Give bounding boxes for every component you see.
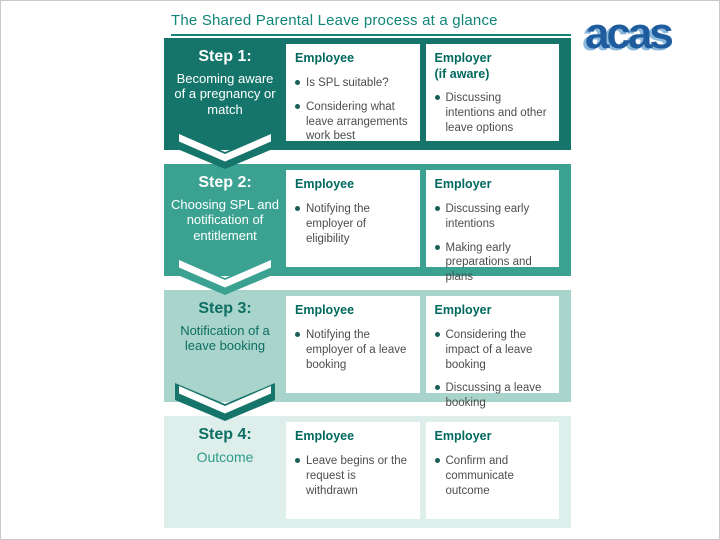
bullet-dot-icon [434,205,440,211]
step-1-label-column: Step 1: Becoming aware of a pregnancy or… [164,44,286,141]
employer-bullet-list: Confirm and communicate outcome [434,454,551,499]
step-2-boxes: Employee Notifying the employer of eligi… [286,170,559,283]
step-1-description: Becoming aware of a pregnancy or match [174,71,276,117]
bullet-item: Discussing early intentions [434,202,551,232]
step-row-4: Step 4: Outcome Employee Leave begins or… [164,416,571,528]
step-3-employee-box: Employee Notifying the employer of a lea… [286,296,420,393]
employee-heading: Employee [295,303,355,317]
bullet-text: Discussing intentions and other leave op… [445,92,547,135]
step-4-description: Outcome [196,449,254,465]
employee-bullet-list: Leave begins or the request is withdrawn [295,454,411,499]
employee-bullet-list: Notifying the employer of a leave bookin… [295,328,411,373]
step-1-employer-box: Employer (if aware) Discussing intention… [425,44,559,141]
bullet-item: Leave begins or the request is withdrawn [295,454,411,499]
step-1-employee-box: Employee Is SPL suitable? Considering wh… [286,44,420,142]
step-3-label-column: Step 3: Notification of a leave booking [164,296,286,393]
step-4-employee-box: Employee Leave begins or the request is … [286,422,420,519]
bullet-dot-icon [295,79,300,85]
bullet-item: Discussing intentions and other leave op… [434,91,551,136]
employer-bullet-list: Discussing intentions and other leave op… [434,91,551,136]
acas-logo: acas [585,9,674,58]
employer-bullet-list: Discussing early intentions Making early… [434,202,551,286]
bullet-item: Notifying the employer of eligibility [295,202,411,247]
employer-heading: Employer [434,177,492,191]
step-4-title: Step 4: [198,426,252,443]
bullet-item: Making early preparations and plans [434,241,551,286]
bullet-text: Notifying the employer of eligibility [306,202,370,245]
bullet-item: Considering the impact of a leave bookin… [434,328,551,373]
bullet-text: Confirm and communicate outcome [445,454,514,497]
bullet-dot-icon [434,457,440,463]
bullet-dot-icon [434,244,440,250]
step-row-2: Step 2: Choosing SPL and notification of… [164,164,571,295]
employee-bullet-list: Notifying the employer of eligibility [295,202,411,247]
chevron-down-icon [175,257,275,295]
chevron-down-icon [175,131,275,169]
bullet-dot-icon [295,331,300,337]
bullet-item: Confirm and communicate outcome [434,454,551,499]
bullet-text: Is SPL suitable? [306,76,389,89]
step-2-label-column: Step 2: Choosing SPL and notification of… [164,170,286,267]
bullet-dot-icon [434,385,440,391]
bullet-text: Discussing a leave booking [445,382,542,410]
bullet-dot-icon [295,205,300,211]
bullet-dot-icon [295,103,300,109]
page-title: The Shared Parental Leave process at a g… [171,12,571,36]
employee-heading: Employee [295,177,355,191]
employer-subheading: (if aware) [434,66,490,81]
step-4-label-column: Step 4: Outcome [164,422,286,519]
employee-bullet-list: Is SPL suitable? Considering what leave … [295,76,411,145]
step-3-boxes: Employee Notifying the employer of a lea… [286,296,559,409]
step-2-employer-box: Employer Discussing early intentions Mak… [425,170,559,283]
bullet-text: Discussing early intentions [445,202,530,230]
chevron-down-icon [175,383,275,421]
step-2-employee-box: Employee Notifying the employer of eligi… [286,170,420,267]
process-steps: Step 1: Becoming aware of a pregnancy or… [164,38,571,539]
bullet-dot-icon [295,457,300,463]
bullet-dot-icon [434,331,440,337]
employer-heading: Employer [434,429,492,443]
bullet-dot-icon [434,95,440,101]
bullet-item: Notifying the employer of a leave bookin… [295,328,411,373]
step-4-employer-box: Employer Confirm and communicate outcome [425,422,559,519]
employee-heading: Employee [295,429,355,443]
bullet-text: Leave begins or the request is withdrawn [306,454,408,497]
step-3-description: Notification of a leave booking [180,323,270,354]
employer-bullet-list: Considering the impact of a leave bookin… [434,328,551,412]
step-row-1: Step 1: Becoming aware of a pregnancy or… [164,38,571,169]
step-1-title: Step 1: [198,48,252,65]
step-2-description: Choosing SPL and notification of entitle… [171,197,279,243]
employer-heading: Employer [434,51,492,65]
bullet-text: Notifying the employer of a leave bookin… [306,328,407,371]
bullet-item: Is SPL suitable? [295,76,411,91]
bullet-text: Considering what leave arrangements work… [306,100,408,143]
step-3-title: Step 3: [198,300,252,317]
bullet-text: Considering the impact of a leave bookin… [445,328,533,371]
step-3-employer-box: Employer Considering the impact of a lea… [425,296,559,409]
employer-heading: Employer [434,303,492,317]
step-row-3: Step 3: Notification of a leave booking … [164,290,571,421]
step-1-boxes: Employee Is SPL suitable? Considering wh… [286,44,559,142]
step-2-title: Step 2: [198,174,252,191]
step-4-boxes: Employee Leave begins or the request is … [286,422,559,519]
bullet-item: Discussing a leave booking [434,381,551,411]
bullet-item: Considering what leave arrangements work… [295,100,411,145]
bullet-text: Making early preparations and plans [445,241,532,284]
employee-heading: Employee [295,51,355,65]
